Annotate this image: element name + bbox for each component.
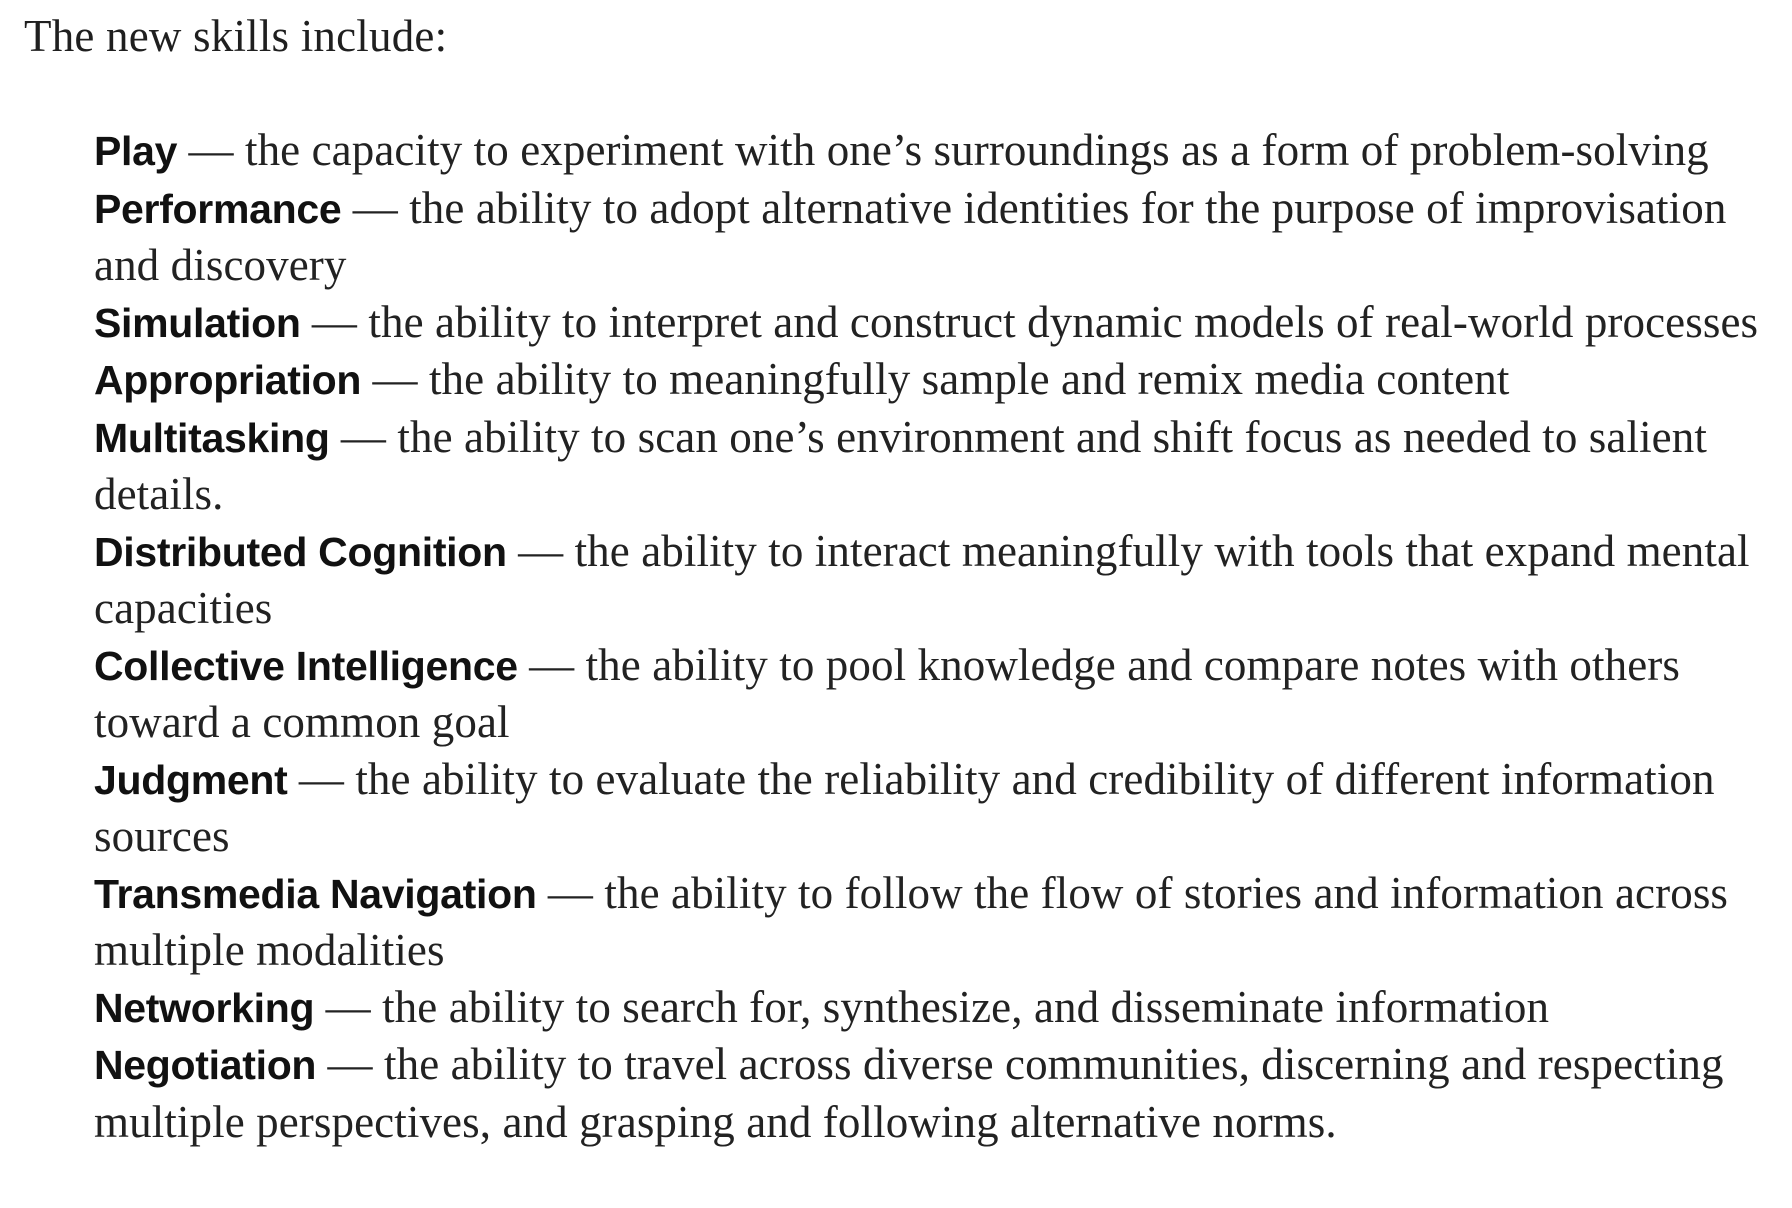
skill-definition: the ability to evaluate the reliability …: [94, 753, 1715, 862]
skill-definition: the ability to follow the flow of storie…: [94, 867, 1729, 976]
skill-term: Play: [94, 128, 178, 174]
skill-separator: —: [314, 981, 383, 1032]
skill-term: Transmedia Navigation: [94, 870, 537, 917]
skill-separator: —: [287, 753, 356, 804]
skill-item-performance: Performance — the ability to adopt alter…: [94, 180, 1792, 294]
skill-term: Multitasking: [94, 414, 330, 461]
intro-text: The new skills include:: [24, 11, 448, 61]
skill-item-distributed-cognition: Distributed Cognition — the ability to i…: [94, 523, 1792, 637]
skill-definition: the ability to interpret and construct d…: [368, 296, 1759, 347]
skill-item-negotiation: Negotiation — the ability to travel acro…: [94, 1036, 1792, 1150]
skill-term: Judgment: [94, 756, 288, 803]
skill-term: Performance: [94, 185, 342, 232]
skill-separator: —: [536, 867, 605, 918]
skill-definition: the ability to adopt alternative identit…: [94, 182, 1727, 291]
skill-term: Networking: [94, 984, 315, 1031]
skill-separator: —: [177, 125, 245, 175]
skill-separator: —: [329, 411, 398, 462]
skill-definition: the ability to scan one’s environment an…: [94, 411, 1707, 520]
skill-term: Appropriation: [94, 357, 362, 403]
skill-item-play: Play — the capacity to experiment with o…: [94, 122, 1792, 180]
skill-item-networking: Networking — the ability to search for, …: [94, 979, 1792, 1037]
skill-term: Distributed Cognition: [94, 528, 507, 575]
skill-item-judgment: Judgment — the ability to evaluate the r…: [94, 751, 1792, 865]
skill-separator: —: [361, 354, 429, 404]
skill-separator: —: [316, 1039, 384, 1089]
skill-item-multitasking: Multitasking — the ability to scan one’s…: [94, 409, 1792, 523]
skill-definition: the ability to search for, synthesize, a…: [382, 981, 1550, 1032]
skill-definition: the ability to travel across diverse com…: [94, 1039, 1724, 1147]
skill-definition: the ability to pool knowledge and compar…: [94, 639, 1680, 748]
skill-item-simulation: Simulation — the ability to interpret an…: [94, 294, 1792, 352]
skill-term: Negotiation: [94, 1042, 317, 1088]
skill-item-collective-intelligence: Collective Intelligence — the ability to…: [94, 637, 1792, 751]
skill-separator: —: [341, 182, 410, 233]
skill-definition: the ability to meaningfully sample and r…: [428, 354, 1510, 404]
skill-item-transmedia-navigation: Transmedia Navigation — the ability to f…: [94, 865, 1792, 979]
skill-term: Simulation: [94, 299, 301, 346]
skill-separator: —: [300, 296, 369, 347]
skill-definition: the ability to interact meaningfully wit…: [94, 525, 1750, 634]
skill-separator: —: [517, 639, 586, 690]
skill-term: Collective Intelligence: [94, 642, 518, 689]
skill-definition: the capacity to experiment with one’s su…: [244, 125, 1709, 175]
skills-list: Play — the capacity to experiment with o…: [24, 122, 1792, 1150]
skill-separator: —: [506, 525, 575, 576]
skill-item-appropriation: Appropriation — the ability to meaningfu…: [94, 351, 1792, 409]
